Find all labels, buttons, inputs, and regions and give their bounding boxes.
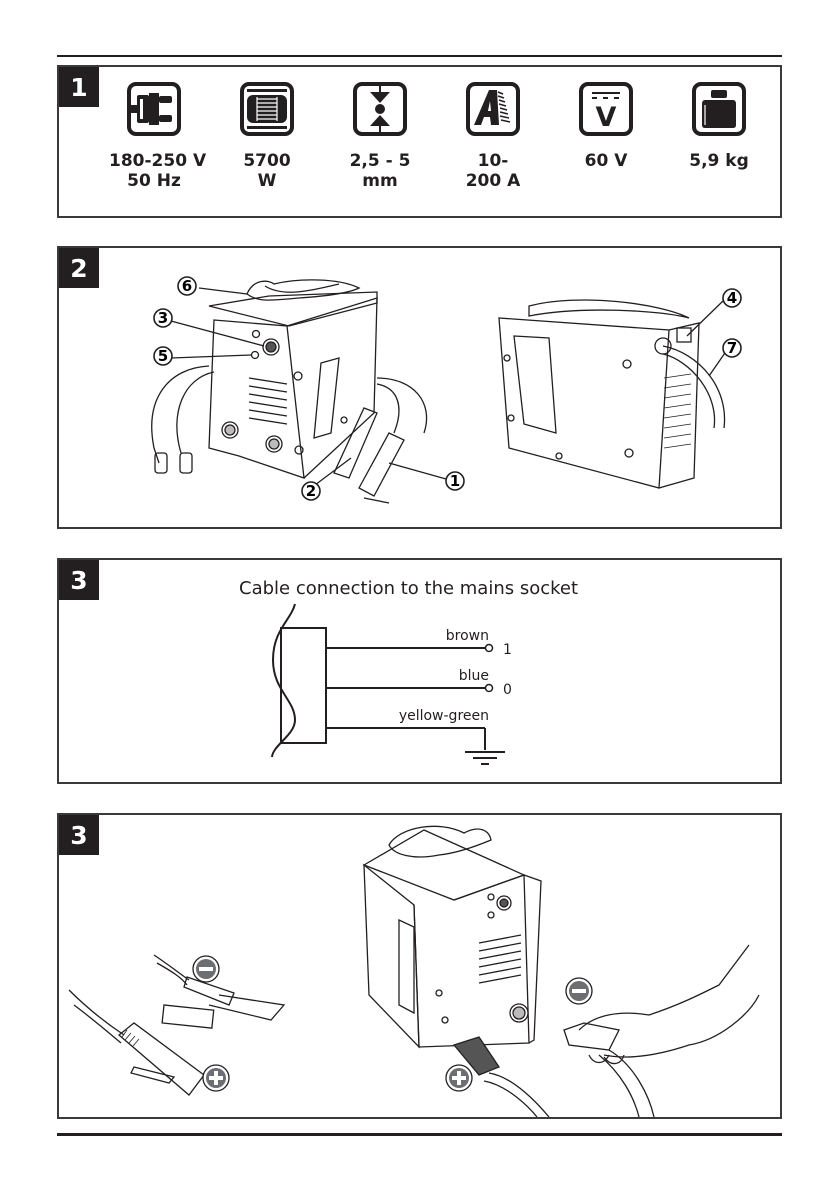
bottom-rule [57, 1133, 782, 1136]
callout-3: 3 [153, 308, 173, 328]
terminal-label-1: 1 [503, 642, 512, 658]
svg-text:5: 5 [158, 347, 168, 365]
power-coil-icon [240, 82, 294, 136]
spec-current: 10- 200 A [448, 81, 538, 191]
dc-voltage-icon: V [579, 82, 633, 136]
welder-front-panel [208, 319, 305, 479]
polarity-illustration [68, 825, 760, 1117]
spec-electrode-line1: 2,5 - 5 [349, 151, 411, 171]
top-rule [57, 55, 782, 57]
spec-voltage: 180-250 V 50 Hz [109, 81, 207, 191]
svg-text:3: 3 [158, 309, 168, 327]
spec-electrode-line2: mm [362, 171, 398, 191]
spec-power-line1: 5700 [243, 151, 291, 171]
wire-label-brown: brown [446, 628, 489, 644]
figure-number-badge: 2 [59, 248, 99, 288]
figure-number-badge: 3 [59, 560, 99, 600]
cable-break-curve [271, 603, 297, 758]
figure-number-badge: 3 [59, 815, 99, 855]
welder-top [208, 291, 378, 327]
spec-voltage-line2: 50 Hz [127, 171, 181, 191]
ground-icon [465, 751, 505, 765]
plug-icon [127, 82, 181, 136]
diagram-title: Cable connection to the mains socket [239, 578, 578, 599]
callout-2: 2 [301, 481, 321, 501]
svg-text:2: 2 [306, 482, 316, 500]
terminal-0 [484, 683, 494, 693]
electrode-diameter-icon [353, 82, 407, 136]
figure-number-badge: 1 [59, 67, 99, 107]
figure-3-mains-wiring: 3 Cable connection to the mains socket b… [57, 558, 782, 784]
minus-badge-socket [565, 977, 593, 1005]
spec-open-voltage-line1: 60 V [584, 151, 628, 171]
spec-power: 5700 W [222, 81, 312, 191]
svg-text:4: 4 [727, 289, 737, 307]
spec-current-line1: 10- [477, 151, 509, 171]
callout-1: 1 [445, 471, 465, 491]
terminal-1 [484, 643, 494, 653]
spec-electrode: 2,5 - 5 mm [335, 81, 425, 191]
spec-voltage-line1: 180-250 V [109, 151, 207, 171]
wire-label-yellow-green: yellow-green [399, 708, 489, 724]
current-range-icon [466, 82, 520, 136]
svg-text:1: 1 [450, 472, 460, 490]
wire-label-blue: blue [459, 668, 489, 684]
svg-text:6: 6 [182, 277, 192, 295]
terminal-label-0: 0 [503, 682, 512, 698]
callout-5: 5 [153, 346, 173, 366]
callout-4: 4 [722, 288, 742, 308]
figure-2-device-overview: 2 [57, 246, 782, 529]
welder-back-side [498, 317, 670, 489]
callout-7: 7 [722, 338, 742, 358]
plug-block [280, 627, 327, 744]
dc-voltage-letter: V [596, 102, 617, 133]
minus-icon [199, 967, 213, 971]
callout-6: 6 [177, 276, 197, 296]
spec-current-line2: 200 A [465, 171, 521, 191]
svg-text:7: 7 [727, 339, 737, 357]
plus-badge-holder [202, 1064, 230, 1092]
spec-power-line2: W [257, 171, 277, 191]
callout-markers: 6 3 5 2 1 4 7 [153, 276, 742, 501]
welder-illustration: 6 3 5 2 1 4 7 [151, 276, 742, 504]
weight-icon [692, 82, 746, 136]
plus-badge-socket [445, 1064, 473, 1092]
welder-side-panel [286, 297, 378, 479]
spec-weight-line1: 5,9 kg [689, 151, 749, 171]
figure-1-specifications: 1 180-250 V 50 Hz [57, 65, 782, 218]
minus-badge-clamp [192, 955, 220, 983]
spec-weight: 5,9 kg [674, 81, 764, 171]
spec-open-voltage: V 60 V [561, 81, 651, 171]
figure-3-cable-polarity: 3 [57, 813, 782, 1119]
